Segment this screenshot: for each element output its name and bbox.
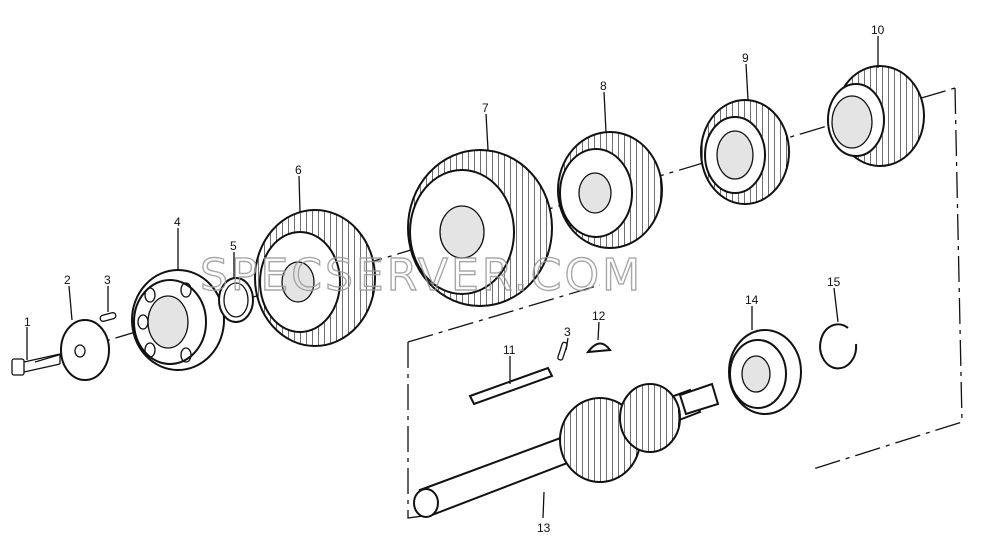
callout-14: 14 [745, 293, 759, 307]
leader-lines [26, 36, 879, 519]
woodruff-key [585, 342, 612, 354]
callout-10: 10 [871, 23, 885, 37]
feather-key [468, 366, 554, 406]
callout-9: 9 [742, 51, 749, 65]
callout-3-pin: 3 [104, 273, 111, 287]
callout-11: 11 [503, 343, 516, 357]
snap-ring-right [819, 323, 858, 370]
gear-6 [254, 209, 376, 347]
gear-8 [557, 131, 663, 249]
gear-10 [827, 65, 925, 167]
callout-3-shaft: 3 [564, 325, 571, 339]
watermark: SPECSERVER.COM [200, 250, 643, 301]
callout-7: 7 [482, 101, 489, 115]
callout-13: 13 [537, 521, 551, 535]
snap-ring-left [218, 277, 254, 323]
callout-8: 8 [600, 79, 607, 93]
callout-6: 6 [295, 163, 302, 177]
callout-5: 5 [230, 239, 237, 253]
callout-labels: 1 2 3 4 5 6 7 8 9 10 11 3 12 13 14 15 [24, 23, 885, 535]
shaft-pin [557, 341, 568, 361]
callout-4: 4 [174, 215, 181, 229]
callout-12: 12 [592, 309, 606, 323]
ball-bearing [728, 329, 802, 415]
callout-2: 2 [64, 273, 71, 287]
roller-bearing [131, 269, 225, 371]
callout-15: 15 [827, 275, 841, 289]
callout-1: 1 [24, 315, 31, 329]
bolt [11, 353, 61, 376]
locking-pin [99, 312, 117, 322]
end-cap [60, 319, 110, 381]
main-shaft [413, 382, 720, 518]
gear-7 [407, 149, 553, 307]
gear-9 [700, 99, 790, 205]
